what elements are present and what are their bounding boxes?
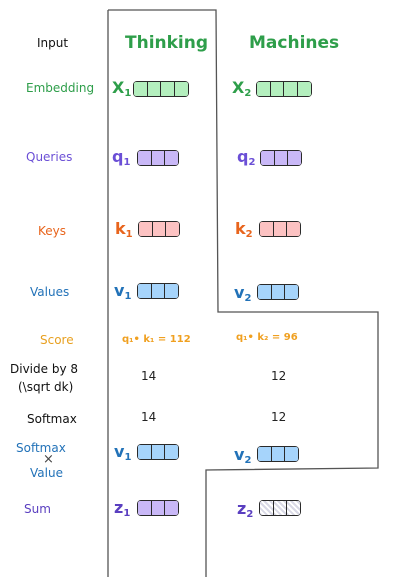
values-label: Values xyxy=(30,285,70,299)
divide-thinking: 14 xyxy=(141,369,157,383)
sv1-symbol: v1 xyxy=(114,442,132,463)
softmax-thinking: 14 xyxy=(141,410,157,424)
x1-symbol: X1 xyxy=(112,78,132,99)
machines-header: Machines xyxy=(249,33,340,53)
divide-label-line1: Divide by 8 xyxy=(10,362,78,376)
q1-vector xyxy=(137,150,179,166)
x2-vector xyxy=(256,81,312,97)
z1-symbol: z1 xyxy=(114,498,131,519)
q2-vector xyxy=(260,150,302,166)
multiply-cross-icon: × xyxy=(43,452,54,467)
sv2-vector xyxy=(257,446,299,462)
v1-symbol: v1 xyxy=(114,281,132,302)
k1-vector xyxy=(138,221,180,237)
embedding-label: Embedding xyxy=(26,81,95,95)
v2-vector xyxy=(257,284,299,300)
keys-label: Keys xyxy=(38,224,67,238)
sum-label: Sum xyxy=(24,502,51,516)
k2-symbol: k2 xyxy=(235,219,253,240)
k1-symbol: k1 xyxy=(115,219,133,240)
q2-symbol: q2 xyxy=(237,147,256,168)
z2-symbol: z2 xyxy=(237,499,254,520)
divide-machines: 12 xyxy=(271,369,287,383)
softmax-machines: 12 xyxy=(271,410,287,424)
z2-vector xyxy=(259,500,301,516)
queries-label: Queries xyxy=(26,150,73,164)
k2-vector xyxy=(259,221,301,237)
v1-vector xyxy=(137,283,179,299)
score-thinking: q₁• k₁ = 112 xyxy=(122,334,191,345)
x1-vector xyxy=(133,81,189,97)
v2-symbol: v2 xyxy=(234,283,252,304)
input-label: Input xyxy=(37,36,69,50)
softmax-value-label-top: Softmax xyxy=(16,441,66,455)
score-machines: q₁• k₂ = 96 xyxy=(236,332,298,343)
score-label: Score xyxy=(40,333,74,347)
thinking-header: Thinking xyxy=(125,33,209,53)
softmax-value-label-bottom: Value xyxy=(30,466,63,480)
q1-symbol: q1 xyxy=(112,147,131,168)
sv2-symbol: v2 xyxy=(234,445,252,466)
sv1-vector xyxy=(137,444,179,460)
z1-vector xyxy=(137,500,179,516)
x2-symbol: X2 xyxy=(232,78,252,99)
softmax-label: Softmax xyxy=(27,412,77,426)
divide-label-line2: (\sqrt dk) xyxy=(18,380,74,394)
